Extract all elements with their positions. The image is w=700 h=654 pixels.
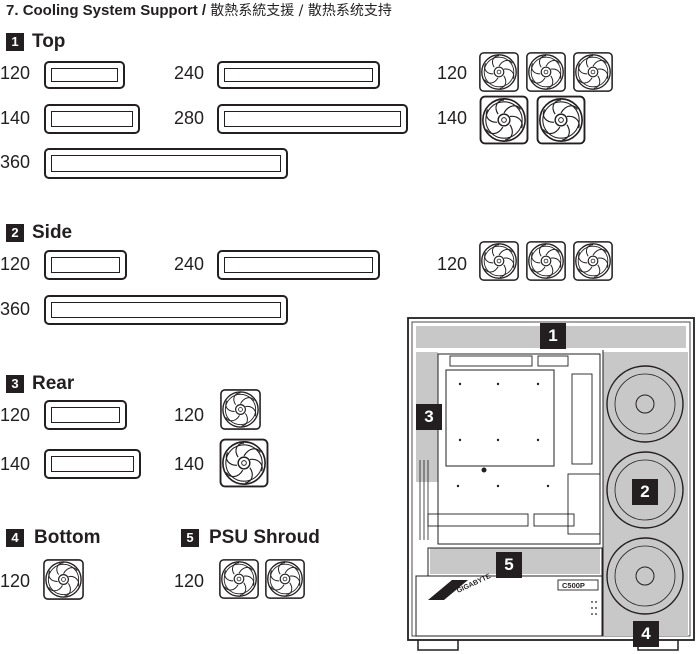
case-callout-1: 1 <box>540 323 566 349</box>
radiator-icon <box>217 104 408 134</box>
size-label: 240 <box>174 254 205 274</box>
fan-icon <box>217 436 271 490</box>
case-callout-5: 5 <box>496 552 522 578</box>
size-label: 360 <box>0 299 31 319</box>
section-badge-top: 1 <box>6 33 24 51</box>
radiator-icon <box>217 61 380 89</box>
heading-title: Cooling System Support / <box>22 2 207 19</box>
fan-icon <box>477 239 521 283</box>
section-badge-side: 2 <box>6 224 24 242</box>
fan-icon <box>524 50 568 94</box>
fan-icon <box>534 93 588 147</box>
radiator-icon <box>44 250 127 280</box>
section-title-rear: Rear <box>32 373 75 394</box>
size-label: 120 <box>174 405 205 425</box>
size-label: 280 <box>174 108 205 128</box>
size-label: 120 <box>0 63 31 83</box>
size-label: 120 <box>437 254 468 274</box>
section-title-top: Top <box>32 31 66 52</box>
fan-icon <box>41 557 86 602</box>
fan-icon <box>263 557 307 601</box>
radiator-icon <box>44 104 140 134</box>
case-callout-2: 2 <box>632 479 658 505</box>
fan-icon <box>477 50 521 94</box>
heading-number: 7. <box>6 2 19 19</box>
case-model-text: C500P <box>562 581 585 590</box>
size-label: 120 <box>0 254 31 274</box>
radiator-icon <box>44 400 127 430</box>
fan-group <box>477 50 615 94</box>
fan-icon <box>477 93 531 147</box>
section-badge-psu: 5 <box>181 529 199 547</box>
section-title-psu: PSU Shroud <box>209 527 320 548</box>
size-label: 140 <box>437 108 468 128</box>
size-label: 360 <box>0 152 31 172</box>
size-label: 140 <box>174 454 205 474</box>
radiator-icon <box>44 449 141 479</box>
size-label: 120 <box>0 405 31 425</box>
radiator-icon <box>44 295 288 325</box>
fan-icon <box>217 557 261 601</box>
fan-icon <box>218 387 263 432</box>
size-label: 120 <box>0 571 31 591</box>
fan-icon <box>571 50 615 94</box>
fan-icon <box>524 239 568 283</box>
page-heading: 7. Cooling System Support / 散熱系統支援 / 散热系… <box>6 0 392 20</box>
fan-group <box>477 93 588 147</box>
section-badge-rear: 3 <box>6 375 24 393</box>
radiator-icon <box>44 61 125 89</box>
fan-group <box>217 557 307 601</box>
size-label: 120 <box>437 63 468 83</box>
size-label: 240 <box>174 63 205 83</box>
section-badge-bottom: 4 <box>6 529 24 547</box>
size-label: 140 <box>0 108 31 128</box>
size-label: 120 <box>174 571 205 591</box>
fan-group <box>477 239 615 283</box>
heading-title-cjk: 散熱系統支援 / 散热系统支持 <box>210 3 392 19</box>
section-title-side: Side <box>32 222 73 243</box>
size-label: 140 <box>0 454 31 474</box>
case-callout-3: 3 <box>416 404 442 430</box>
radiator-icon <box>217 250 380 280</box>
fan-icon <box>571 239 615 283</box>
radiator-icon <box>44 148 288 179</box>
section-title-bottom: Bottom <box>34 527 101 548</box>
case-callout-4: 4 <box>633 621 659 647</box>
